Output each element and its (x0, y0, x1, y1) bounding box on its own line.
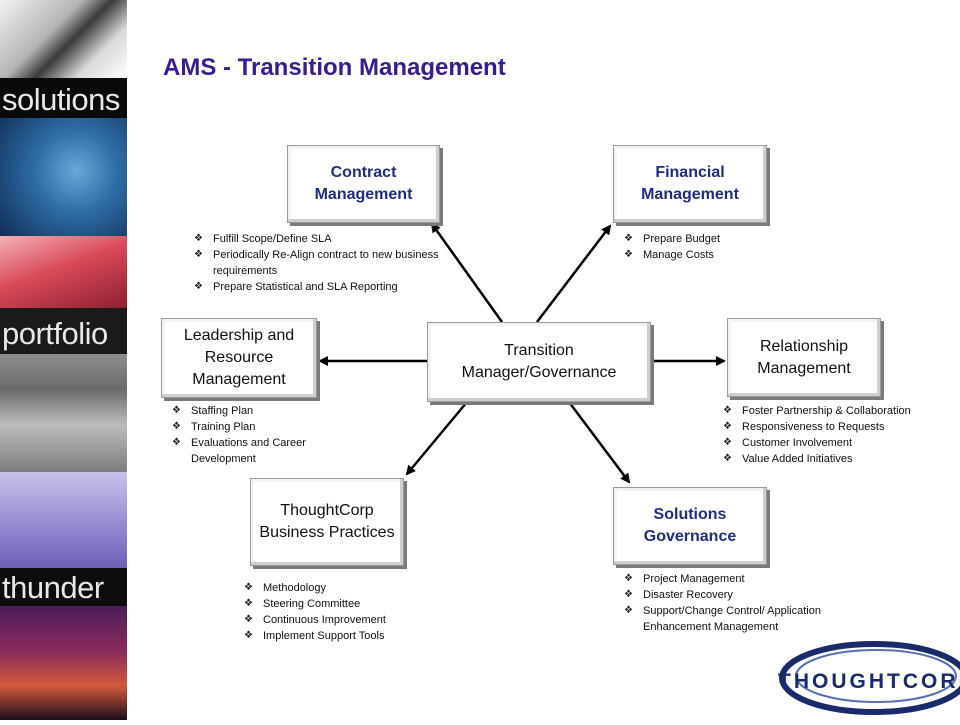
bullet-diamond-icon: ❖ (194, 249, 203, 260)
bullet-diamond-icon: ❖ (172, 437, 181, 448)
arrow-to-contract (430, 222, 504, 323)
list-item: ❖Continuous Improvement (244, 614, 386, 626)
node-solutions-governance: Solutions Governance (613, 487, 767, 565)
list-item: ❖Support/Change Control/ Application Enh… (624, 605, 821, 633)
bullet-diamond-icon: ❖ (244, 614, 253, 625)
node-contract-management: Contract Management (287, 145, 440, 223)
node-leadership-resource-management: Leadership and Resource Management (161, 318, 317, 398)
bullet-diamond-icon: ❖ (244, 630, 253, 641)
tile-red-abstract (0, 236, 127, 308)
list-item: ❖Manage Costs (624, 249, 714, 261)
contract-bullet-list: ❖Fulfill Scope/Define SLA ❖Periodically … (190, 231, 500, 295)
slide-title: AMS - Transition Management (163, 54, 506, 81)
bullet-diamond-icon: ❖ (723, 453, 732, 464)
strip-word-portfolio: portfolio (2, 316, 108, 351)
decorative-photo-strip: solutions portfolio thunder (0, 0, 127, 720)
list-item: ❖Implement Support Tools (244, 630, 385, 642)
list-item: ❖Responsiveness to Requests (723, 421, 885, 433)
tile-solutions: solutions (0, 78, 127, 118)
list-item: ❖Evaluations and Career Development (172, 437, 306, 465)
logo-swoosh-icon (779, 641, 960, 715)
relationship-bullet-list: ❖Foster Partnership & Collaboration ❖Res… (719, 403, 959, 467)
list-item: ❖Project Management (624, 573, 745, 585)
arrow-to-business (405, 401, 468, 476)
node-transition-manager-governance: Transition Manager/Governance (427, 322, 651, 402)
bullet-diamond-icon: ❖ (723, 421, 732, 432)
arrow-to-solutions (568, 401, 631, 484)
node-thoughtcorp-business-practices: ThoughtCorp Business Practices (250, 478, 404, 566)
list-item: ❖Foster Partnership & Collaboration (723, 405, 911, 417)
list-item: ❖Fulfill Scope/Define SLA (194, 233, 332, 245)
tile-newspaper-photo (0, 354, 127, 472)
bullet-diamond-icon: ❖ (624, 249, 633, 260)
tile-thunder: thunder (0, 568, 127, 606)
list-item: ❖Methodology (244, 582, 326, 594)
bullet-diamond-icon: ❖ (172, 405, 181, 416)
bullet-diamond-icon: ❖ (624, 589, 633, 600)
list-item: ❖Periodically Re-Align contract to new b… (194, 249, 439, 277)
list-item: ❖Prepare Statistical and SLA Reporting (194, 281, 398, 293)
bullet-diamond-icon: ❖ (194, 281, 203, 292)
node-relationship-management: Relationship Management (727, 318, 881, 397)
list-item: ❖Customer Involvement (723, 437, 853, 449)
solutions-bullet-list: ❖Project Management ❖Disaster Recovery ❖… (620, 571, 880, 635)
tile-lightning-photo (0, 606, 127, 720)
tile-abstract-gray (0, 0, 127, 78)
list-item: ❖Staffing Plan (172, 405, 254, 417)
bullet-diamond-icon: ❖ (244, 582, 253, 593)
bullet-diamond-icon: ❖ (194, 233, 203, 244)
bullet-diamond-icon: ❖ (624, 233, 633, 244)
bullet-diamond-icon: ❖ (723, 405, 732, 416)
bullet-diamond-icon: ❖ (172, 421, 181, 432)
bullet-diamond-icon: ❖ (244, 598, 253, 609)
business-bullet-list: ❖Methodology ❖Steering Committee ❖Contin… (240, 580, 440, 644)
financial-bullet-list: ❖Prepare Budget ❖Manage Costs (620, 231, 820, 263)
thoughtcorp-logo: THOUGHTCORP (764, 632, 960, 720)
list-item: ❖Disaster Recovery (624, 589, 733, 601)
list-item: ❖Training Plan (172, 421, 256, 433)
list-item: ❖Prepare Budget (624, 233, 721, 245)
arrow-to-financial (536, 224, 612, 323)
strip-word-solutions: solutions (2, 82, 120, 117)
list-item: ❖Steering Committee (244, 598, 361, 610)
logo-text: THOUGHTCORP (778, 670, 960, 693)
node-financial-management: Financial Management (613, 145, 767, 223)
strip-word-thunder: thunder (2, 570, 104, 605)
tile-tower-photo (0, 472, 127, 568)
bullet-diamond-icon: ❖ (624, 573, 633, 584)
tile-shirt-photo (0, 118, 127, 236)
bullet-diamond-icon: ❖ (624, 605, 633, 616)
list-item: ❖Value Added Initiatives (723, 453, 853, 465)
bullet-diamond-icon: ❖ (723, 437, 732, 448)
tile-portfolio: portfolio (0, 308, 127, 354)
leadership-bullet-list: ❖Staffing Plan ❖Training Plan ❖Evaluatio… (168, 403, 358, 467)
